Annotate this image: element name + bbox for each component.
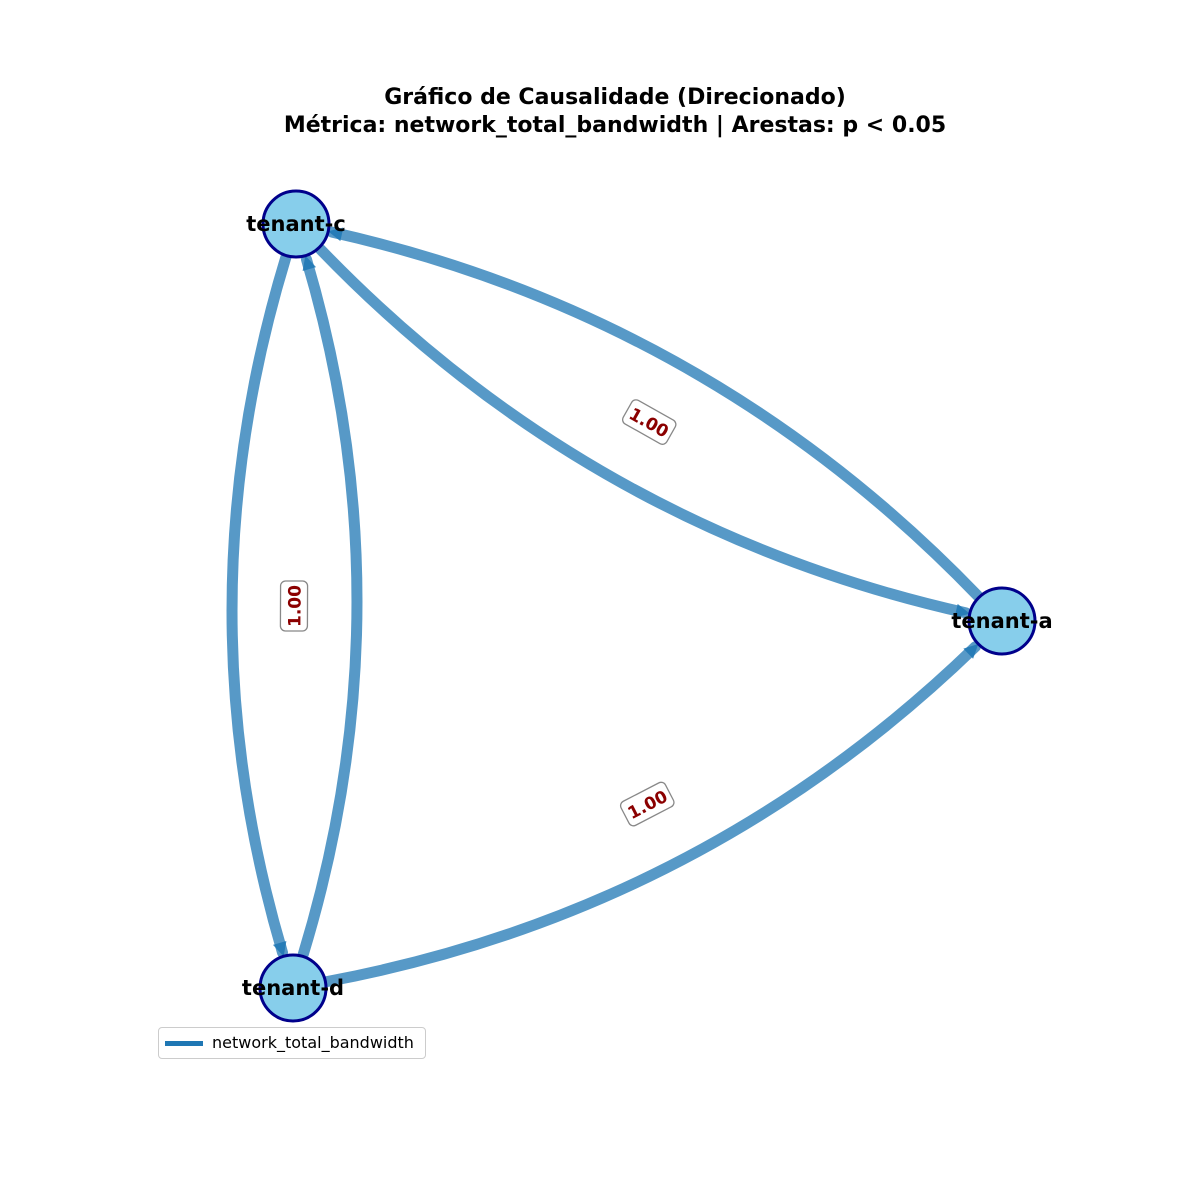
node-circle: [261, 189, 331, 259]
edge-label-tenant-c-to-tenant-d: 1.00: [279, 580, 309, 632]
node-tenant-c: tenant-c: [246, 189, 346, 259]
node-label: tenant-a: [951, 609, 1052, 633]
arrow-head: [954, 603, 970, 618]
edge-label-box: [619, 781, 675, 827]
edge-line: [297, 253, 363, 961]
edge-label-box: [621, 399, 677, 445]
arrow-head: [272, 940, 287, 957]
edge-tenant-d-to-tenant-a: [321, 641, 981, 988]
node-label: tenant-c: [246, 212, 346, 236]
edge-line: [326, 226, 984, 602]
nodes-layer: tenant-c tenant-a tenant-d: [242, 189, 1053, 1023]
node-circle: [258, 953, 328, 1023]
edge-weight-label: 1.00: [285, 585, 305, 627]
edge-tenant-c-to-tenant-a: [314, 243, 972, 619]
arrow-head: [328, 227, 344, 242]
legend-label: network_total_bandwidth: [212, 1033, 414, 1052]
edge-label-box: [279, 580, 309, 632]
edge-line: [314, 243, 972, 619]
edge-line: [321, 641, 981, 988]
edge-line: [226, 251, 292, 959]
chart-title-line-2: Métrica: network_total_bandwidth | Arest…: [283, 113, 947, 138]
edge-label-tenant-d-to-tenant-a: 1.00: [619, 781, 675, 827]
edge-tenant-c-to-tenant-d: [226, 251, 292, 959]
edge-label-tenant-d-to-tenant-c: 1.00: [285, 585, 305, 627]
legend-line-swatch: [165, 1041, 203, 1046]
edge-tenant-d-to-tenant-c: [297, 253, 363, 961]
node-circle: [967, 586, 1037, 656]
arrow-head: [963, 643, 979, 659]
legend: network_total_bandwidth: [158, 1027, 426, 1059]
edge-labels-layer: 1.001.001.001.001.00: [279, 399, 677, 827]
edge-weight-label: 1.00: [285, 585, 305, 627]
arrow-head: [302, 255, 317, 272]
edges-layer: [226, 226, 984, 988]
chart-title-line-1: Gráfico de Causalidade (Direcionado): [384, 85, 846, 110]
node-tenant-a: tenant-a: [951, 586, 1053, 656]
node-tenant-d: tenant-d: [242, 953, 344, 1023]
node-label: tenant-d: [242, 976, 344, 1000]
edge-tenant-a-to-tenant-c: [326, 226, 984, 602]
